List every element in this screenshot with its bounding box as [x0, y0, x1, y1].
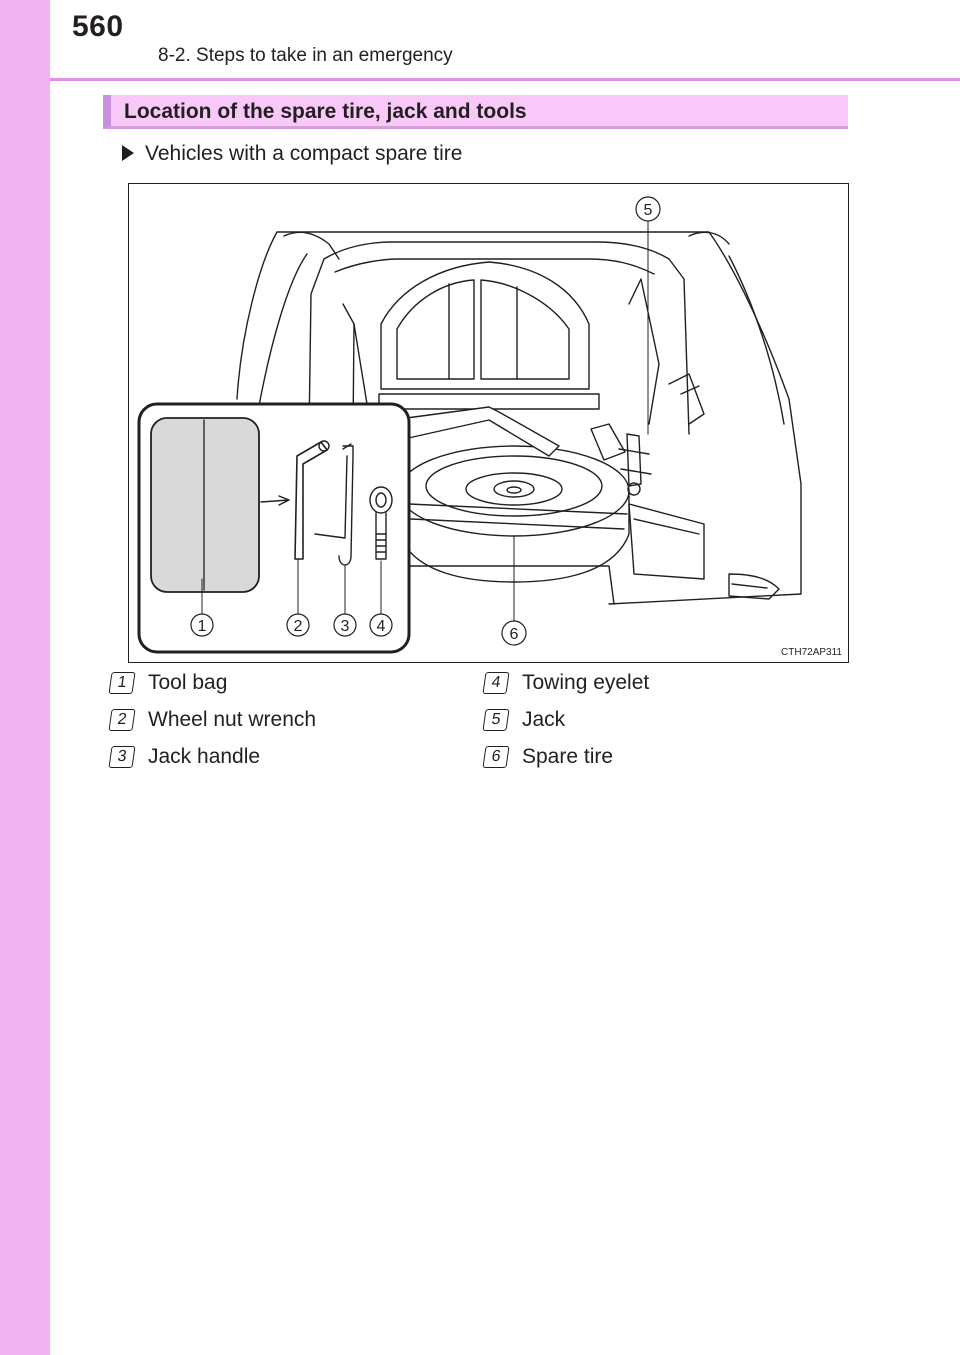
triangle-bullet-icon — [122, 145, 134, 161]
section-heading: Location of the spare tire, jack and too… — [103, 95, 848, 129]
trunk-drawing: 1 2 3 4 5 6 — [137, 196, 802, 654]
callout-4-circle — [369, 613, 393, 637]
header-divider — [50, 78, 960, 81]
legend-number: 4 — [482, 672, 510, 694]
callout-5-circle — [635, 196, 661, 222]
callout-2-circle — [286, 613, 310, 637]
callout-6: 6 — [510, 626, 519, 643]
subheading-text: Vehicles with a compact spare tire — [145, 142, 463, 165]
callout-3: 3 — [341, 618, 350, 635]
legend-number: 6 — [482, 746, 510, 768]
page-side-band — [0, 0, 50, 1355]
page-number: 560 — [72, 10, 124, 43]
legend-number: 2 — [108, 709, 136, 731]
legend-number: 3 — [108, 746, 136, 768]
spare-tire-illustration: 1 2 3 4 5 6 CTH72AP311 — [128, 183, 849, 663]
legend-label: Wheel nut wrench — [148, 708, 317, 731]
legend-label: Spare tire — [522, 745, 614, 768]
callout-3-circle — [333, 613, 357, 637]
legend-label: Jack — [522, 708, 566, 731]
callout-2: 2 — [294, 618, 303, 635]
legend-number: 1 — [108, 672, 136, 694]
callout-1: 1 — [198, 618, 207, 635]
chapter-title: 8-2. Steps to take in an emergency — [158, 45, 453, 66]
legend-label: Towing eyelet — [522, 671, 650, 694]
legend-label: Jack handle — [148, 745, 261, 768]
legend-number: 5 — [482, 709, 510, 731]
callout-5: 5 — [644, 202, 653, 219]
subheading: Vehicles with a compact spare tire — [122, 142, 462, 166]
figure-code: CTH72AP311 — [781, 647, 842, 658]
callout-1-circle — [190, 613, 214, 637]
callout-6-circle — [501, 620, 527, 646]
callout-4: 4 — [377, 618, 386, 635]
legend-label: Tool bag — [148, 671, 228, 694]
